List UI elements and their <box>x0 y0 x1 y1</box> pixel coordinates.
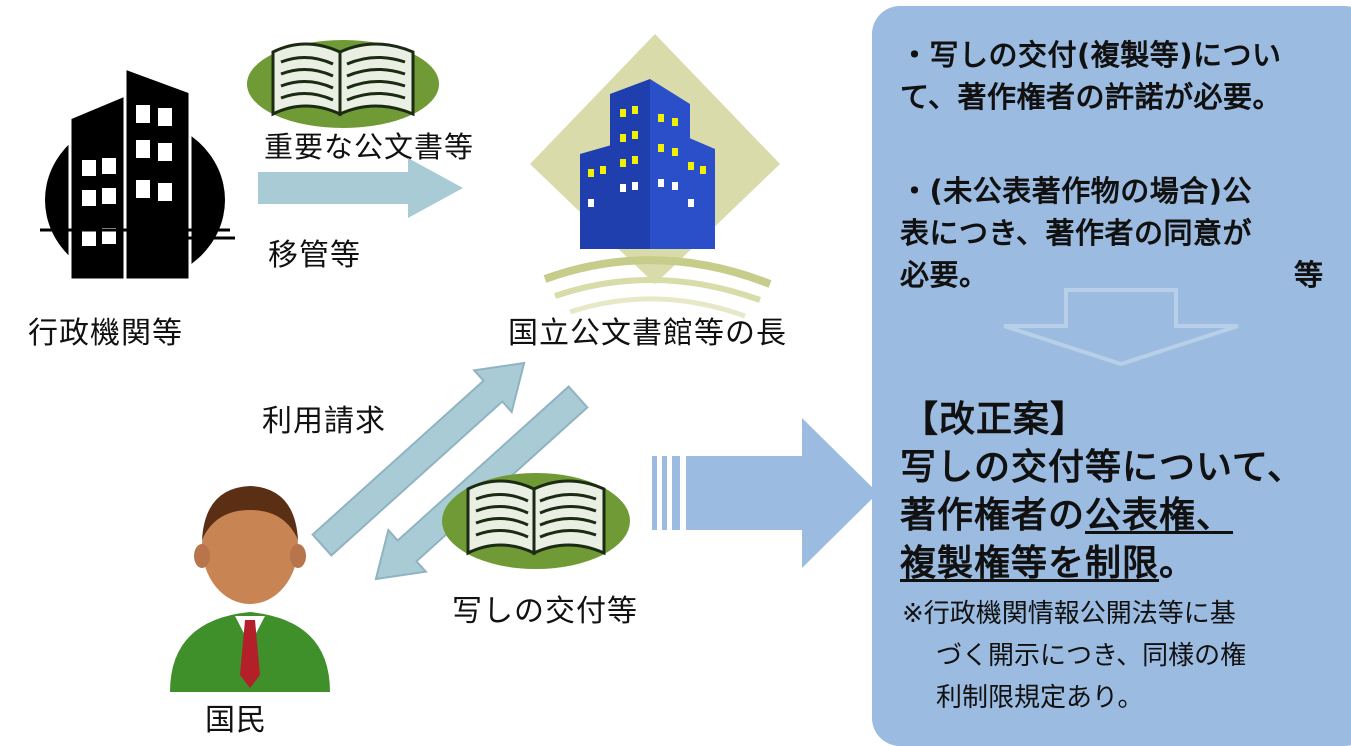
note-line1: ※行政機関情報公開法等に基 <box>902 599 1236 629</box>
proposal-line2-a: 著作権者の <box>900 495 1086 536</box>
citizen-label: 国民 <box>205 703 267 738</box>
open-book-icon <box>247 40 439 128</box>
proposal-line2: 著作権者の公表権、 <box>900 494 1233 538</box>
down-arrow-icon <box>1003 288 1239 367</box>
note-line3: 利制限規定あり。 <box>936 683 1144 713</box>
bullet1-line1: ・写しの交付(複製等)につい <box>900 38 1282 72</box>
bullet2-etc: 等 <box>1294 258 1324 292</box>
important-docs-label: 重要な公文書等 <box>264 130 475 164</box>
bullet2-line3: 必要。 <box>900 258 989 292</box>
transfer-arrow <box>258 158 463 218</box>
proposal-line3-a: 複製権等を制限 <box>900 543 1160 584</box>
note-line2: づく開示につき、同様の権 <box>936 641 1247 671</box>
copy-delivery-label: 写しの交付等 <box>452 594 638 629</box>
proposal-title: 【改正案】 <box>902 399 1088 440</box>
transfer-label: 移管等 <box>268 238 361 273</box>
person-icon <box>170 486 330 692</box>
bullet2-line1: ・(未公表著作物の場合)公 <box>900 174 1253 208</box>
info-panel <box>872 6 1351 746</box>
bullet1-line2: て、著作権者の許諾が必要。 <box>900 80 1283 114</box>
right-arrow-icon <box>652 418 878 568</box>
gov-agency-label: 行政機関等 <box>28 316 183 351</box>
archives-head-label: 国立公文書館等の長 <box>508 316 787 351</box>
bullet2-line2: 表につき、著作者の同意が <box>900 216 1252 250</box>
open-book-icon <box>442 473 630 569</box>
government-building-icon <box>530 34 780 319</box>
office-building-icon <box>40 65 235 280</box>
proposal-line3-b: 。 <box>1159 543 1197 584</box>
use-request-label: 利用請求 <box>262 404 386 439</box>
proposal-line3: 複製権等を制限。 <box>900 542 1196 586</box>
proposal-line2-b: 公表権、 <box>1085 495 1234 536</box>
proposal-line1: 写しの交付等について、 <box>900 447 1305 488</box>
